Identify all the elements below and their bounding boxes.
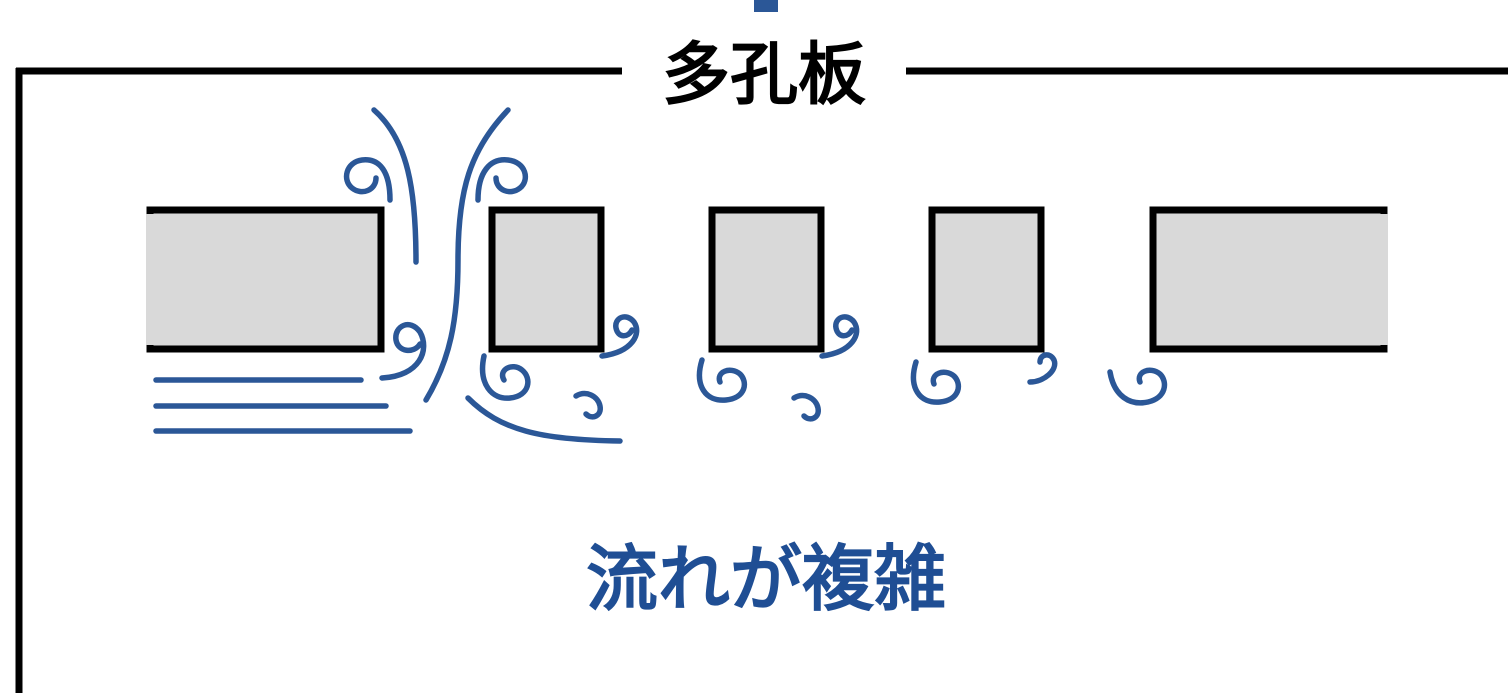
diagram-title: 多孔板 [662,36,866,115]
frame [15,67,1508,693]
vortex-gap-2-lower [573,390,603,420]
vortex-above-plate-2 [475,157,529,203]
vortex-under-plate-5 [1107,367,1168,406]
plate-segment-5 [1149,206,1388,353]
vortex-under-plate-3 [696,357,748,403]
vortex-gap-4 [1027,352,1058,385]
vortex-under-plate-2 [479,353,531,401]
vortex-above-plate-1 [343,157,393,203]
top-marker [754,0,778,12]
vortex-left-gap [379,321,427,381]
diagram-caption: 流れが複雑 [586,537,946,621]
vortex-gap-2-upper [599,314,640,359]
streamline-right [423,107,511,403]
orifice-plate [146,206,1388,353]
plate-segment-5-open-edge [1380,214,1388,345]
vortex-under-plate-4 [910,359,962,405]
vortices [343,157,1168,422]
vortex-gap-3-upper [819,314,860,359]
streamline-bottom [465,395,623,444]
plate-segment-2 [488,206,605,353]
plate-segment-3 [708,206,825,353]
plate-segment-1-open-edge [146,214,154,345]
jet-streamlines [371,107,623,444]
vortex-gap-3-lower [791,392,821,422]
plate-segment-1 [146,206,385,353]
streamline-left [371,107,419,265]
incoming-flow-lines [153,377,413,434]
plate-segment-4 [928,206,1045,353]
